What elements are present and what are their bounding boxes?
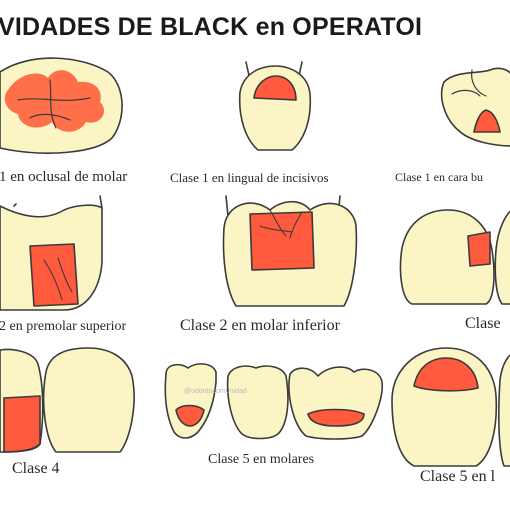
lower-molar-proximal-illustration [222,195,358,307]
poster-title: VIDADES DE BLACK en OPERATOI [0,13,423,41]
incisors-class4-illustration [0,347,135,453]
anterior-class5-illustration [391,347,510,467]
caption-class1-buccal: Clase 1 en cara bu [395,170,483,184]
premolar-proximal-illustration [0,195,103,311]
caption-class2-lower-molar: Clase 2 en molar inferior [180,317,340,334]
incisor-lingual-illustration [238,61,312,151]
molar-occlusal-illustration [0,57,123,154]
caption-class2-upper-premolar: 2 en premolar superior [0,319,127,334]
caption-class1-lingual-incisors: Clase 1 en lingual de incisivos [170,170,329,185]
caption-class5-molars: Clase 5 en molares [208,452,315,467]
caption-class5-anterior: Clase 5 en l [420,468,496,485]
watermark: @odontocomunidad [184,388,247,395]
molars-class5-illustration [164,363,383,440]
caption-class3: Clase [465,315,501,332]
anterior-teeth-class3-illustration [399,209,510,305]
molar-buccal-illustration [440,67,510,147]
caption-class4: Clase 4 [12,460,60,477]
caption-class1-occlusal-molar: 1 en oclusal de molar [0,169,128,185]
